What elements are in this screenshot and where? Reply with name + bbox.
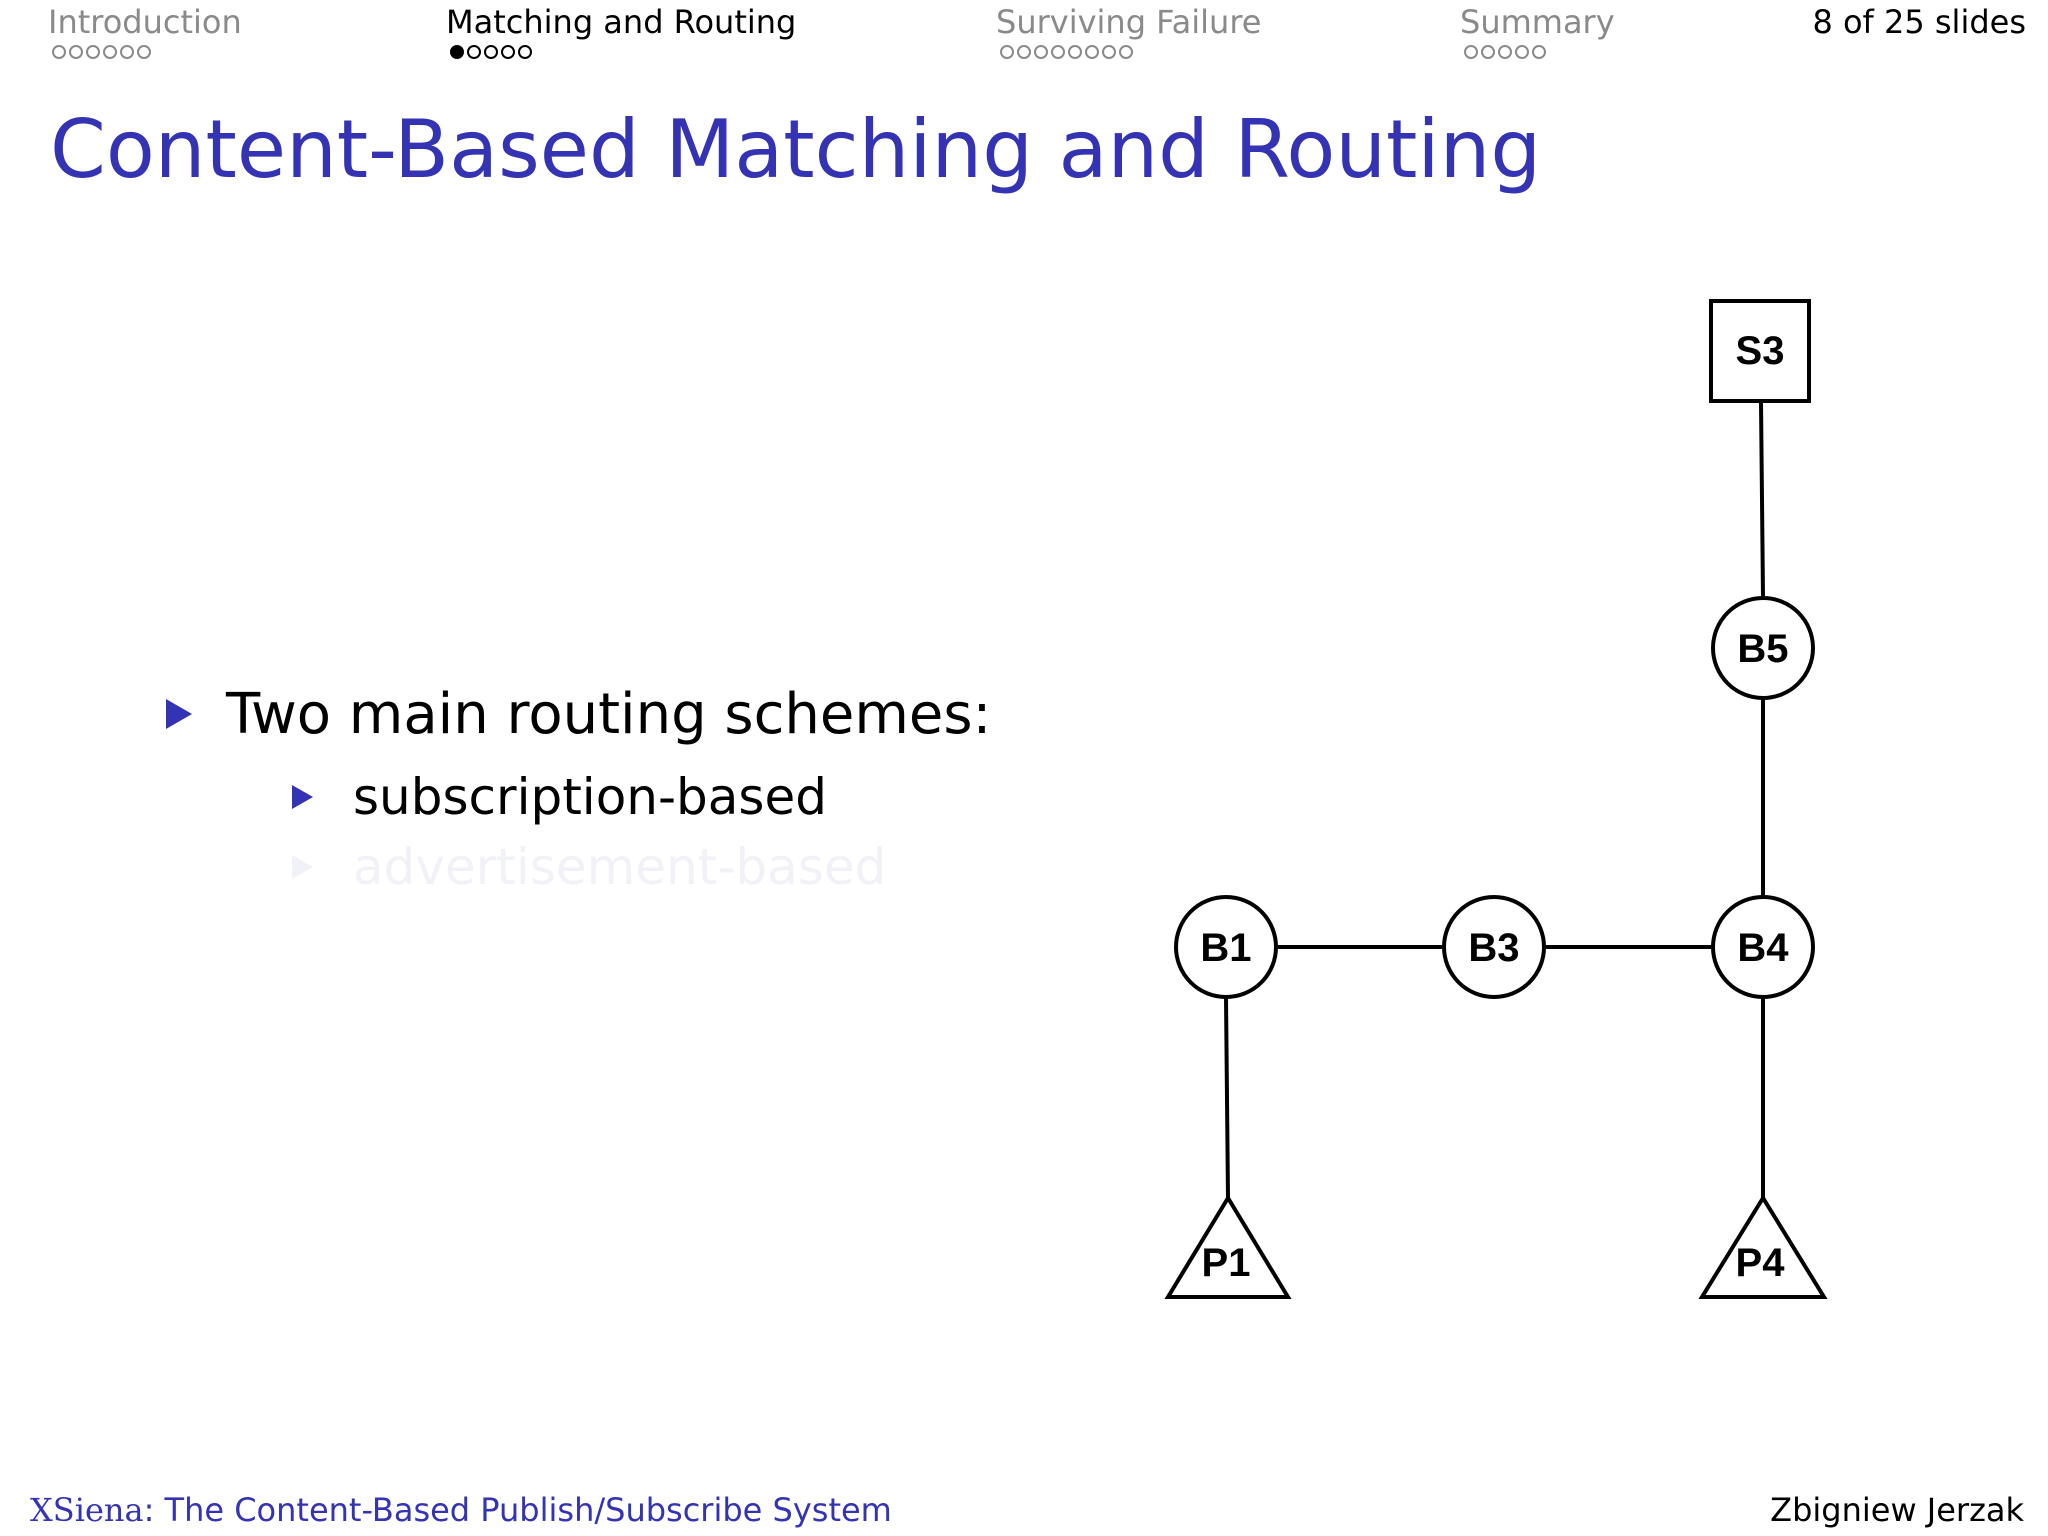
bullet-sub-2-hidden: advertisement-based (292, 832, 886, 902)
slide-dot[interactable] (518, 45, 532, 59)
slide-dot[interactable] (1498, 45, 1512, 59)
slide-dot[interactable] (1481, 45, 1495, 59)
slide-dot[interactable] (69, 45, 83, 59)
slide-dot[interactable] (1000, 45, 1014, 59)
slide-dots (446, 45, 796, 59)
slide-dot[interactable] (484, 45, 498, 59)
bullet-sub-1: subscription-based (292, 762, 827, 832)
slide-dot[interactable] (1034, 45, 1048, 59)
subscriber-node-s3 (1709, 299, 1811, 403)
publisher-node-p1 (1164, 1194, 1292, 1299)
slide-dot[interactable] (1119, 45, 1133, 59)
slide-dots (48, 45, 242, 59)
footer-author: Zbigniew Jerzak (1770, 1491, 2024, 1529)
bullet-main: Two main routing schemes: (166, 675, 991, 755)
node-label-b4: B4 (1737, 926, 1789, 970)
nav-label[interactable]: Matching and Routing (446, 3, 797, 41)
slide-dot[interactable] (1068, 45, 1082, 59)
bullet-triangle-icon (292, 784, 313, 809)
node-label-b3: B3 (1468, 926, 1519, 970)
broker-node-b3 (1442, 895, 1546, 999)
bullet-main-text: Two main routing schemes: (226, 682, 992, 747)
nav-label[interactable]: Surviving Failure (996, 3, 1262, 41)
slide-title: Content-Based Matching and Routing (50, 103, 1542, 196)
slide-dots (996, 45, 1261, 59)
nav-section-summary[interactable]: Summary (1460, 2, 1615, 59)
bullet-sub-1-text: subscription-based (353, 768, 827, 826)
slide-dot[interactable] (1051, 45, 1065, 59)
broker-node-b5 (1711, 596, 1815, 700)
slide-dot[interactable] (120, 45, 134, 59)
publisher-node-p4 (1698, 1194, 1828, 1299)
broker-node-b1 (1174, 895, 1278, 999)
edge-s3-b5 (1759, 401, 1765, 598)
bullet-sub-2-text: advertisement-based (353, 838, 887, 896)
slide-dot[interactable] (1085, 45, 1099, 59)
nav-label[interactable]: Introduction (48, 3, 242, 41)
bullet-triangle-icon (292, 854, 313, 879)
nav-section-surviving-failure[interactable]: Surviving Failure (996, 2, 1261, 59)
slide-counter: 8 of 25 slides (1812, 3, 2026, 41)
node-label-s3: S3 (1736, 329, 1785, 373)
edge-b1-p1 (1224, 997, 1230, 1199)
node-label-b5: B5 (1737, 627, 1788, 671)
nav-section-introduction[interactable]: Introduction (48, 2, 242, 59)
slide-dot[interactable] (501, 45, 515, 59)
slide-dot[interactable] (1532, 45, 1546, 59)
slide-dot[interactable] (86, 45, 100, 59)
slide-dot[interactable] (103, 45, 117, 59)
slide-dot[interactable] (1515, 45, 1529, 59)
slide-dot[interactable] (467, 45, 481, 59)
slide-dot[interactable] (1464, 45, 1478, 59)
broker-node-b4 (1711, 895, 1815, 999)
footer-system-name: XSiena (30, 1491, 144, 1529)
node-label-b1: B1 (1200, 926, 1251, 970)
nav-section-matching-and-routing[interactable]: Matching and Routing (446, 2, 796, 59)
slide-dot[interactable] (1017, 45, 1031, 59)
node-label-p1: P1 (1202, 1241, 1251, 1285)
slide-dot[interactable] (137, 45, 151, 59)
slide-dots (1460, 45, 1615, 59)
slide-dot-current[interactable] (450, 45, 464, 59)
footer-presentation-title: XSiena: The Content-Based Publish/Subscr… (30, 1488, 892, 1532)
bullet-triangle-icon (166, 698, 192, 729)
nav-label[interactable]: Summary (1460, 3, 1615, 41)
slide-dot[interactable] (52, 45, 66, 59)
node-label-p4: P4 (1736, 1241, 1786, 1285)
slide-dot[interactable] (1102, 45, 1116, 59)
footer-title-rest: : The Content-Based Publish/Subscribe Sy… (143, 1491, 892, 1529)
